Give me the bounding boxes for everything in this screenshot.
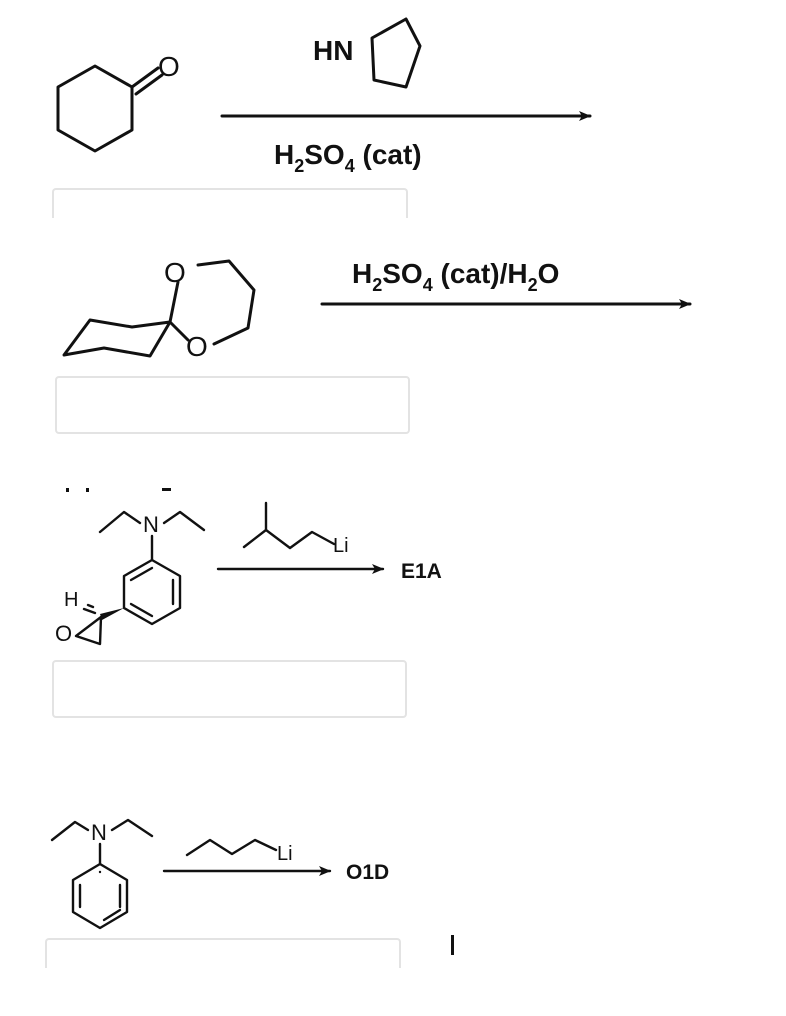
cyclohexanone-structure: O bbox=[56, 51, 180, 153]
answer-input-box-4[interactable] bbox=[45, 938, 401, 968]
product-o1d-label: O1D bbox=[346, 861, 389, 884]
ring-oxygen-top-label: O bbox=[164, 257, 186, 288]
lithium-label-1: Li bbox=[333, 535, 349, 557]
reaction-2: O O H2SO4 (cat)/H2O bbox=[62, 257, 692, 362]
isopentyllithium-reagent: Li bbox=[242, 501, 349, 557]
answer-input-box-2[interactable] bbox=[55, 376, 410, 434]
answer-input-box-3[interactable] bbox=[52, 660, 407, 718]
pyrrolidine-nh-label: HN bbox=[313, 35, 353, 66]
reaction-4: N Li O1D bbox=[50, 818, 389, 930]
diethylaniline-structure: N bbox=[50, 818, 154, 930]
pyrrolidine-reagent: HN bbox=[313, 17, 422, 89]
reaction-2-condition-label: H2SO4 (cat)/H2O bbox=[352, 258, 559, 295]
spiroketal-structure: O O bbox=[62, 257, 256, 362]
amine-nitrogen-label: N bbox=[143, 512, 159, 537]
product-e1a-label: E1A bbox=[401, 560, 442, 583]
lithium-label-2: Li bbox=[277, 843, 293, 865]
reaction-1-condition-label: H2SO4 (cat) bbox=[274, 139, 422, 176]
stereo-hydrogen-label: H bbox=[64, 589, 78, 611]
aniline-nitrogen-label: N bbox=[91, 820, 107, 845]
text-cursor bbox=[451, 935, 454, 955]
epoxide-oxygen-label: O bbox=[55, 621, 72, 646]
answer-input-box-1[interactable] bbox=[52, 188, 408, 218]
carbonyl-oxygen-label: O bbox=[158, 51, 180, 82]
butyllithium-reagent: Li bbox=[185, 838, 293, 865]
cropped-fragment-marks bbox=[66, 488, 171, 492]
reaction-3: N H O Li E1A bbox=[55, 501, 442, 646]
reaction-1: O HN H2SO4 (cat) bbox=[56, 17, 592, 176]
diethylaminophenyl-epoxide-structure: N H O bbox=[55, 510, 206, 646]
ring-oxygen-bottom-label: O bbox=[186, 331, 208, 362]
